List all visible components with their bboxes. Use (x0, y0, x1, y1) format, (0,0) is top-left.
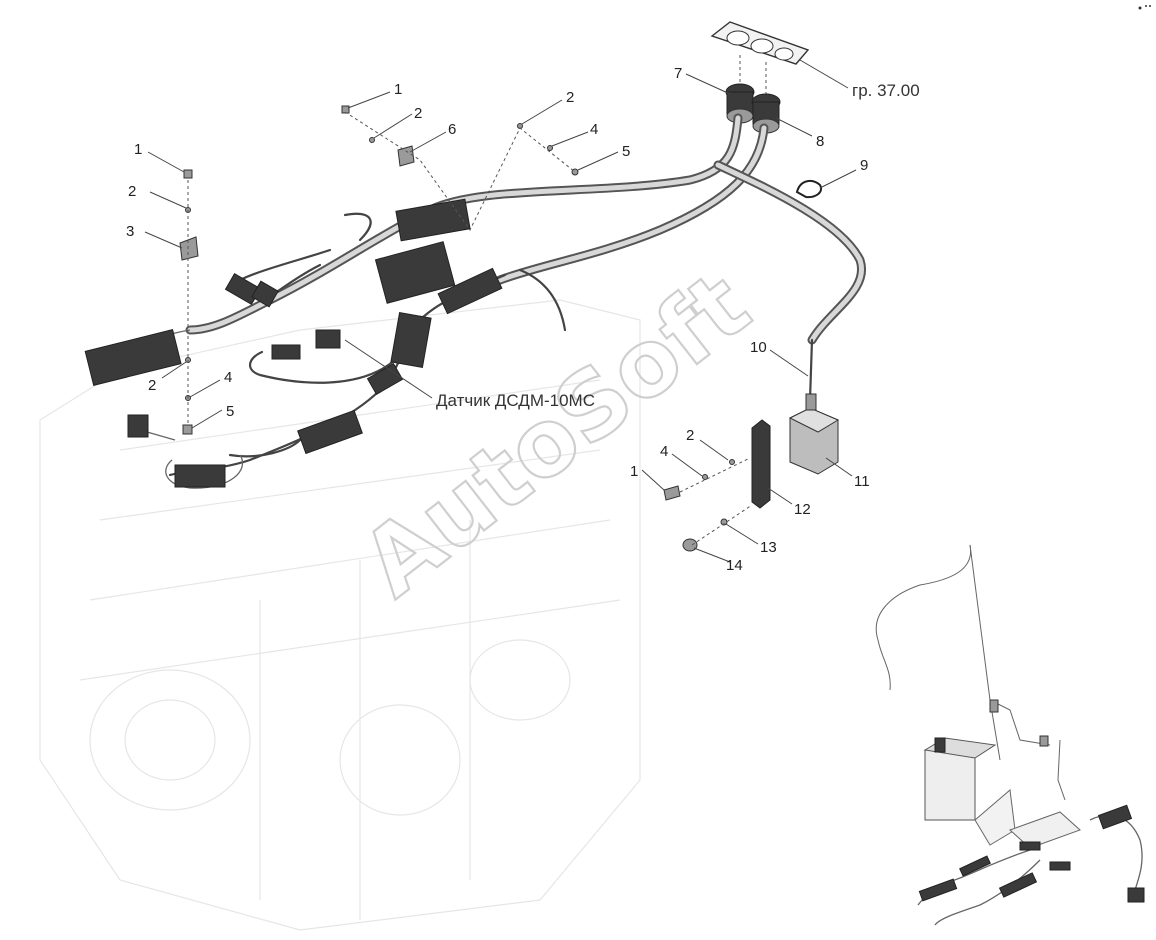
callout-4: 4 (660, 443, 668, 460)
bracket-top-parts (341, 105, 579, 176)
bracket-left-parts (179, 169, 199, 435)
sensor-label: Датчик ДСДМ-10МС (436, 391, 595, 410)
callout-9: 9 (860, 157, 868, 174)
callout-4: 4 (590, 121, 598, 138)
callout-11: 11 (854, 473, 870, 490)
seal-9-part (795, 179, 822, 199)
callout-1: 1 (394, 81, 402, 98)
watermark-text: AutoSoft (343, 251, 769, 617)
leader-lines (144, 73, 857, 563)
callout-13: 13 (760, 539, 777, 556)
callout-3: 3 (126, 223, 134, 240)
corner-mark (1138, 5, 1151, 10)
callout-2: 2 (148, 377, 156, 394)
callout-2: 2 (566, 89, 574, 106)
callout-7: 7 (674, 65, 682, 82)
callout-5: 5 (622, 143, 630, 160)
callout-1: 1 (630, 463, 638, 480)
control-unit-11-part (788, 393, 840, 475)
callout-numbers: 1 2 3 2 4 5 1 2 6 2 4 5 7 8 9 10 11 12 2… (126, 65, 870, 574)
inset-overview (875, 544, 1145, 926)
callout-2: 2 (128, 183, 136, 200)
injector-connectors (84, 198, 503, 488)
callout-1: 1 (134, 141, 142, 158)
gasket-part (710, 21, 810, 65)
group-reference-label: гр. 37.00 (852, 81, 920, 100)
callout-6: 6 (448, 121, 456, 138)
callout-8: 8 (816, 133, 824, 150)
engine-background-ghost (39, 299, 641, 931)
fasteners-lower (663, 459, 735, 552)
callout-5: 5 (226, 403, 234, 420)
callout-4: 4 (224, 369, 232, 386)
callout-2: 2 (686, 427, 694, 444)
callout-12: 12 (794, 501, 811, 518)
bracket-12-part (751, 419, 771, 509)
callout-2: 2 (414, 105, 422, 122)
callout-10: 10 (750, 339, 767, 356)
watermark: AutoSoft (342, 250, 770, 618)
callout-14: 14 (726, 557, 743, 574)
